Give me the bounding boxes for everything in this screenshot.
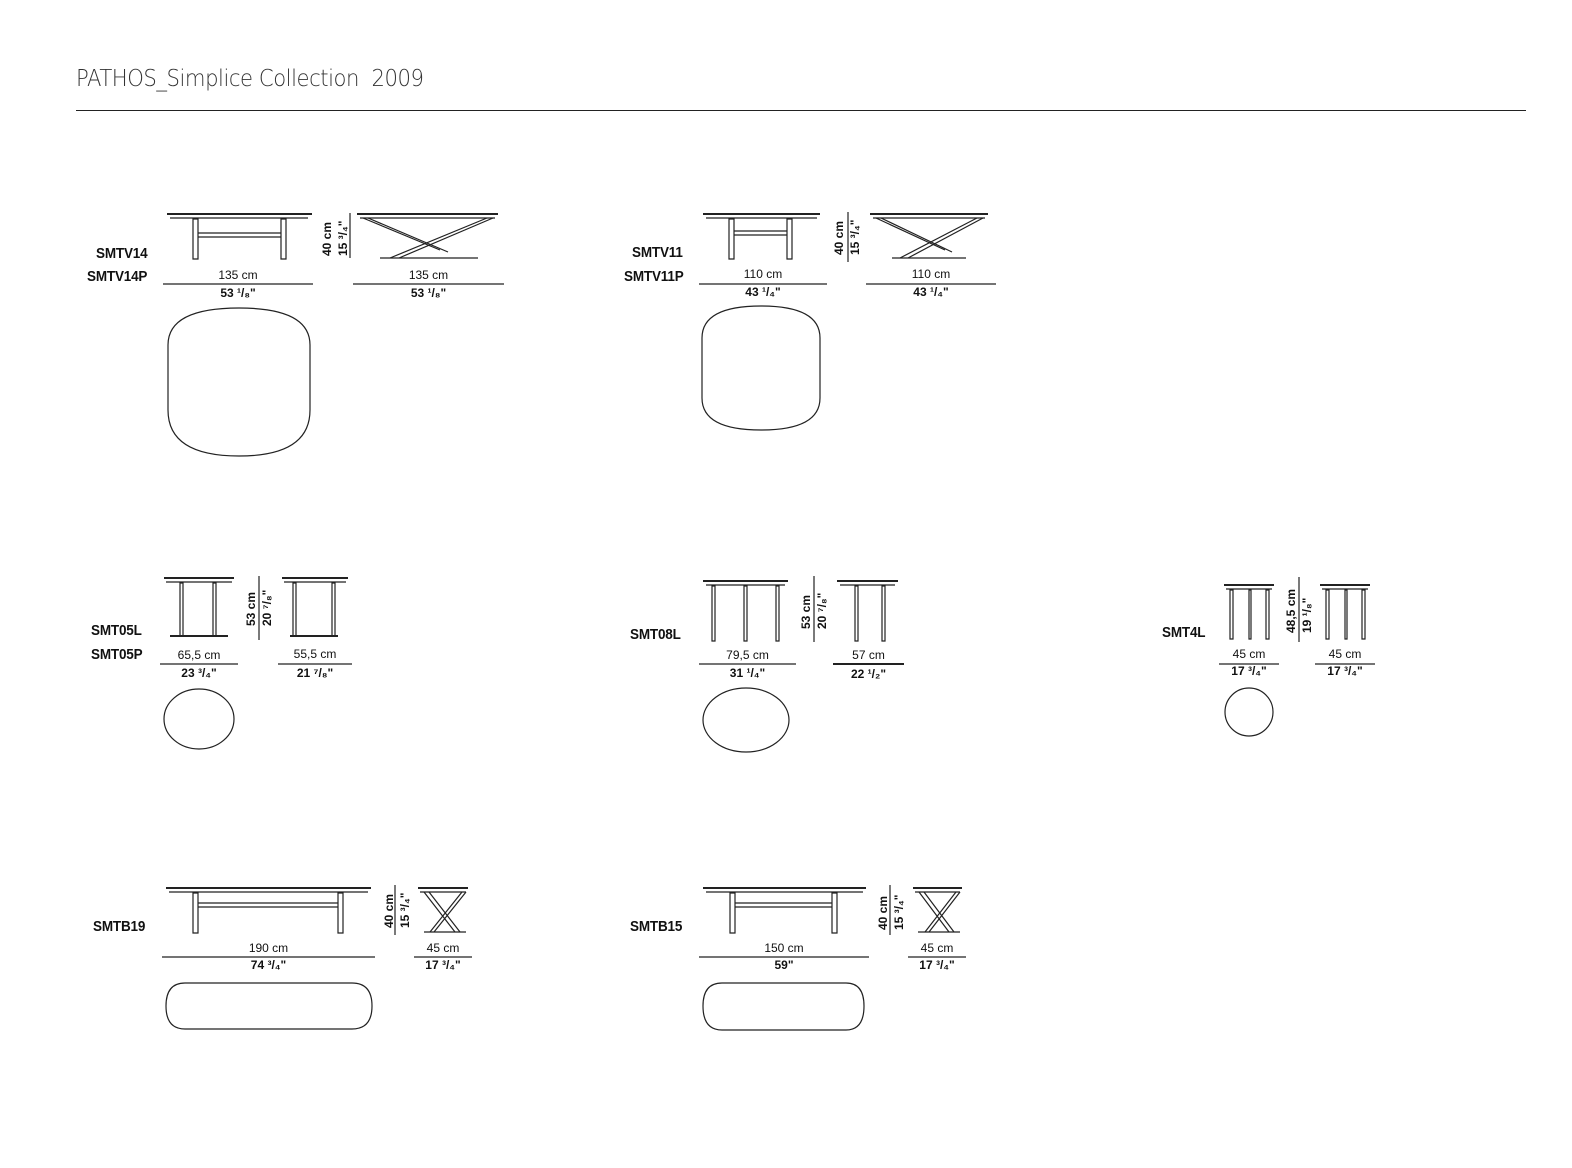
smtb15-side-width-in: 17 ³/₄" (919, 958, 955, 972)
smtb15-height-cm: 40 cm (876, 895, 890, 930)
smtv14-side-width-in: 53 ¹/₈" (410, 286, 447, 300)
smt05l-plan-view (164, 689, 234, 749)
product-code-smt05l: SMT05L (91, 622, 142, 639)
smt08l-front-width-in: 31 ¹/₄" (729, 666, 766, 680)
smt08l-front-view (703, 581, 788, 641)
smt4l-height-cm: 48,5 cm (1284, 588, 1298, 633)
page-title: PATHOS_Simplice Collection 2009 (76, 66, 424, 92)
smtb19-front-view (166, 888, 371, 933)
product-code-smt05p: SMT05P (91, 646, 143, 663)
smtb19-side-width-cm: 45 cm (426, 941, 460, 955)
header-divider (76, 110, 1526, 111)
smtb15-front-width-in: 59" (774, 958, 794, 972)
smt4l-height-in: 19 ¹/₈" (1300, 597, 1314, 633)
smt05l-front-width-cm: 65,5 cm (177, 648, 221, 662)
smt05l-side-width-in: 21 ⁷/₈" (296, 666, 334, 680)
smtv14-front-width-cm: 135 cm (218, 268, 258, 282)
smt4l-front-view (1224, 585, 1274, 639)
smtv14-plan-view (168, 308, 310, 456)
smt08l-height-cm: 53 cm (799, 594, 813, 629)
smtv11-plan-view (702, 306, 820, 430)
smtb19-plan-view (166, 983, 372, 1029)
smt05l-side-width-cm: 55,5 cm (293, 647, 337, 661)
smt4l-side-view (1320, 585, 1370, 639)
product-code-smtv11p: SMTV11P (624, 268, 684, 285)
smt05l-side-view (282, 578, 348, 636)
product-code-smtb19: SMTB19 (93, 918, 146, 935)
product-code-smtv14: SMTV14 (96, 245, 148, 262)
smtb19-height-in: 15 ³/₄" (398, 892, 412, 928)
smt05l-front-view (164, 578, 234, 636)
smtb15-front-width-cm: 150 cm (764, 941, 804, 955)
smtb15-height-in: 15 ³/₄" (892, 894, 906, 930)
smtv11-height-in: 15 ³/₄" (848, 219, 862, 255)
smtb19-height-cm: 40 cm (382, 893, 396, 928)
smt4l-side-width-in: 17 ³/₄" (1327, 664, 1363, 678)
smt08l-side-width-cm: 57 cm (852, 648, 885, 662)
smt08l-front-width-cm: 79,5 cm (726, 648, 769, 662)
smtv11-height-cm: 40 cm (832, 220, 846, 255)
smtv11-front-width-in: 43 ¹/₄" (745, 285, 781, 299)
smtb19-front-width-in: 74 ³/₄" (250, 958, 287, 972)
smtb19-side-width-in: 17 ³/₄" (425, 958, 461, 972)
smtb15-front-view (703, 888, 866, 933)
smtv14-front-view (167, 214, 312, 259)
smt08l-side-view (837, 581, 898, 641)
smt4l-plan-view (1225, 688, 1273, 736)
smtv14-front-width-in: 53 ¹/₈" (220, 286, 256, 300)
smt08l-plan-view (703, 688, 789, 752)
smtb15-side-width-cm: 45 cm (920, 941, 954, 955)
smtv11-front-width-cm: 110 cm (743, 267, 783, 281)
smtv14-side-width-cm: 135 cm (408, 268, 449, 282)
smtb15-plan-view (703, 983, 864, 1030)
smt05l-height-in: 20 ⁷/₈" (260, 589, 274, 626)
smtv11-front-view (703, 214, 820, 259)
smt05l-height-cm: 53 cm (244, 591, 258, 626)
smt4l-front-width-in: 17 ³/₄" (1231, 664, 1267, 678)
smtv11-side-view (870, 214, 988, 258)
smt4l-front-width-cm: 45 cm (1232, 647, 1266, 661)
smtv14-height-in: 15 ³/₄" (336, 220, 350, 256)
product-code-smt08l: SMT08L (630, 626, 681, 643)
smtv14-side-view (357, 214, 498, 258)
smtv11-side-width-in: 43 ¹/₄" (913, 285, 949, 299)
smt4l-side-width-cm: 45 cm (1328, 647, 1362, 661)
product-code-smt4l: SMT4L (1162, 624, 1206, 641)
smt08l-side-width-in: 22 ¹/₂" (850, 667, 887, 681)
smtb15-side-view (913, 888, 962, 932)
smtv14-height-cm: 40 cm (320, 221, 334, 256)
product-code-smtv14p: SMTV14P (87, 268, 148, 285)
product-code-smtv11: SMTV11 (632, 244, 683, 261)
product-code-smtb15: SMTB15 (630, 918, 683, 935)
smtv11-side-width-cm: 110 cm (911, 267, 951, 281)
smtb19-side-view (418, 888, 468, 932)
smt05l-front-width-in: 23 ³/₄" (181, 666, 217, 680)
smtb19-front-width-cm: 190 cm (248, 941, 289, 955)
smt08l-height-in: 20 ⁷/₈" (815, 592, 829, 629)
